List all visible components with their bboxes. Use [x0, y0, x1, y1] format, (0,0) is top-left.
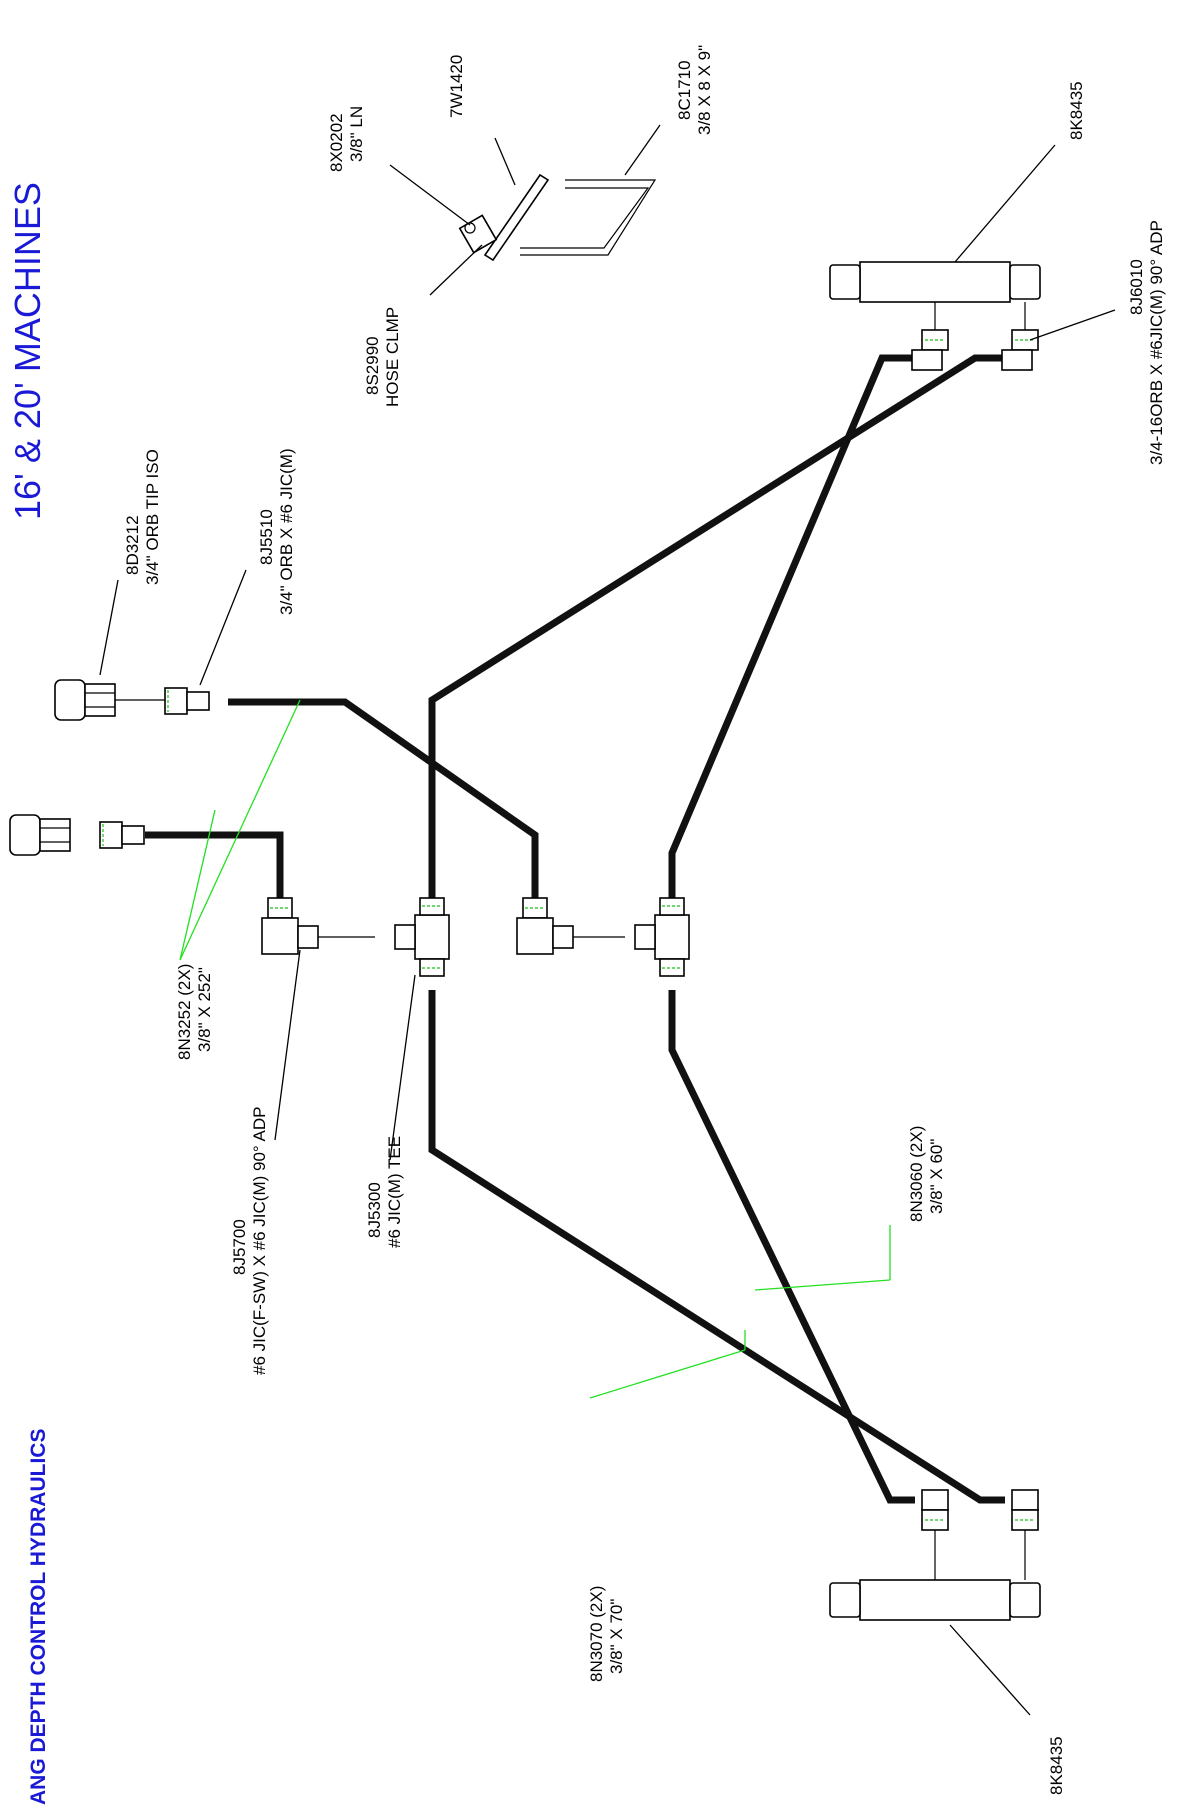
label-8x0202-l2: 3/8" LN — [347, 106, 366, 162]
label-8d3212-l1: 8D3212 — [123, 515, 142, 575]
hose-8n3070-lower-b — [668, 990, 915, 1504]
label-8j5700-l1: 8J5700 — [230, 1219, 249, 1275]
hose-8n3070-lower-a — [428, 990, 1005, 1504]
label-8j5300: 8J5300 #6 JIC(M) TEE — [365, 1136, 404, 1248]
label-8j5700: 8J5700 #6 JIC(F-SW) X #6 JIC(M) 90° ADP — [230, 1107, 269, 1375]
label-8j5700-l2: #6 JIC(F-SW) X #6 JIC(M) 90° ADP — [250, 1107, 269, 1375]
label-8n3070-l1: 8N3070 (2X) — [587, 1586, 606, 1682]
elbow-8j6010-top-a — [911, 329, 949, 371]
hose-clamp-assembly — [458, 173, 550, 262]
label-7w1420-l1: 7W1420 — [447, 55, 466, 118]
cylinder-bottom — [829, 1520, 1041, 1621]
elbow-8j5700-left — [261, 897, 375, 955]
label-8j5510-l2: 3/4" ORB X #6 JIC(M) — [277, 448, 296, 615]
label-8j5300-l1: 8J5300 — [365, 1182, 384, 1238]
label-8k8435-top: 8K8435 — [1067, 81, 1086, 140]
label-8n3060-l2: 3/8" X 60" — [927, 1139, 946, 1214]
main-title-text: 16' & 20' MACHINES — [7, 182, 48, 520]
label-8j5510: 8J5510 3/4" ORB X #6 JIC(M) — [257, 448, 296, 615]
label-8n3060-l1: 8N3060 (2X) — [907, 1126, 926, 1222]
elbow-8j6010-top-b — [1001, 329, 1039, 371]
label-8j6010-l2: 3/4-16ORB X #6JIC(M) 90° ADP — [1147, 220, 1166, 465]
hose-8n3060-upper-a — [428, 354, 1005, 898]
label-8s2990-l1: 8S2990 — [363, 336, 382, 395]
label-8j5510-l1: 8J5510 — [257, 509, 276, 565]
label-8k8435-top-l1: 8K8435 — [1067, 81, 1086, 140]
label-8c1710-l2: 3/8 X 8 X 9" — [695, 45, 714, 135]
label-8x0202: 8X0202 3/8" LN — [327, 106, 366, 172]
label-7w1420: 7W1420 — [447, 55, 466, 118]
coupler-lower — [9, 814, 71, 856]
green-leaders — [179, 699, 891, 1399]
hose-8n3252-a — [145, 831, 284, 898]
label-8d3212-l2: 3/4" ORB TIP ISO — [143, 449, 162, 585]
label-8j6010-l1: 8J6010 — [1127, 259, 1146, 315]
leaders — [99, 124, 1116, 1716]
adapter-8j5510-upper — [164, 687, 210, 715]
tee-8j5300-left — [394, 897, 450, 977]
elbow-8j6010-bot-a — [921, 1489, 949, 1531]
elbow-8j6010-bot-b — [1011, 1489, 1039, 1531]
label-8n3060: 8N3060 (2X) 3/8" X 60" — [907, 1126, 946, 1222]
main-title: 16' & 20' MACHINES — [7, 182, 48, 520]
u-bolt — [520, 179, 657, 256]
label-8n3252-l2: 3/8" X 252" — [195, 967, 214, 1052]
side-title: ANG DEPTH CONTROL HYDRAULICS — [27, 1429, 50, 1805]
side-title-text: ANG DEPTH CONTROL HYDRAULICS — [27, 1429, 50, 1805]
label-8j6010: 8J6010 3/4-16ORB X #6JIC(M) 90° ADP — [1127, 220, 1166, 465]
hose-8n3060-upper-b — [668, 354, 912, 898]
label-8c1710: 8C1710 3/8 X 8 X 9" — [675, 45, 714, 135]
label-8k8435-bottom-l1: 8K8435 — [1047, 1736, 1066, 1795]
coupler-upper — [54, 679, 165, 721]
label-8c1710-l1: 8C1710 — [675, 60, 694, 120]
adapter-8j5510-lower — [99, 821, 145, 849]
label-8j5300-l2: #6 JIC(M) TEE — [385, 1136, 404, 1248]
elbow-8j5700-right — [516, 897, 625, 955]
label-8n3070: 8N3070 (2X) 3/8" X 70" — [587, 1586, 626, 1682]
tee-8j5300-right — [634, 897, 690, 977]
hose-8n3252-b — [228, 698, 539, 898]
label-8s2990-l2: HOSE CLMP — [383, 307, 402, 407]
label-8x0202-l1: 8X0202 — [327, 113, 346, 172]
label-8k8435-bottom: 8K8435 — [1047, 1736, 1066, 1795]
label-8n3252-l1: 8N3252 (2X) — [175, 964, 194, 1060]
cylinder-top — [829, 261, 1041, 330]
label-8n3252: 8N3252 (2X) 3/8" X 252" — [175, 964, 214, 1060]
hoses — [145, 354, 1005, 1504]
label-8d3212: 8D3212 3/4" ORB TIP ISO — [123, 449, 162, 585]
label-8n3070-l2: 3/8" X 70" — [607, 1599, 626, 1674]
label-8s2990: 8S2990 HOSE CLMP — [363, 307, 402, 407]
